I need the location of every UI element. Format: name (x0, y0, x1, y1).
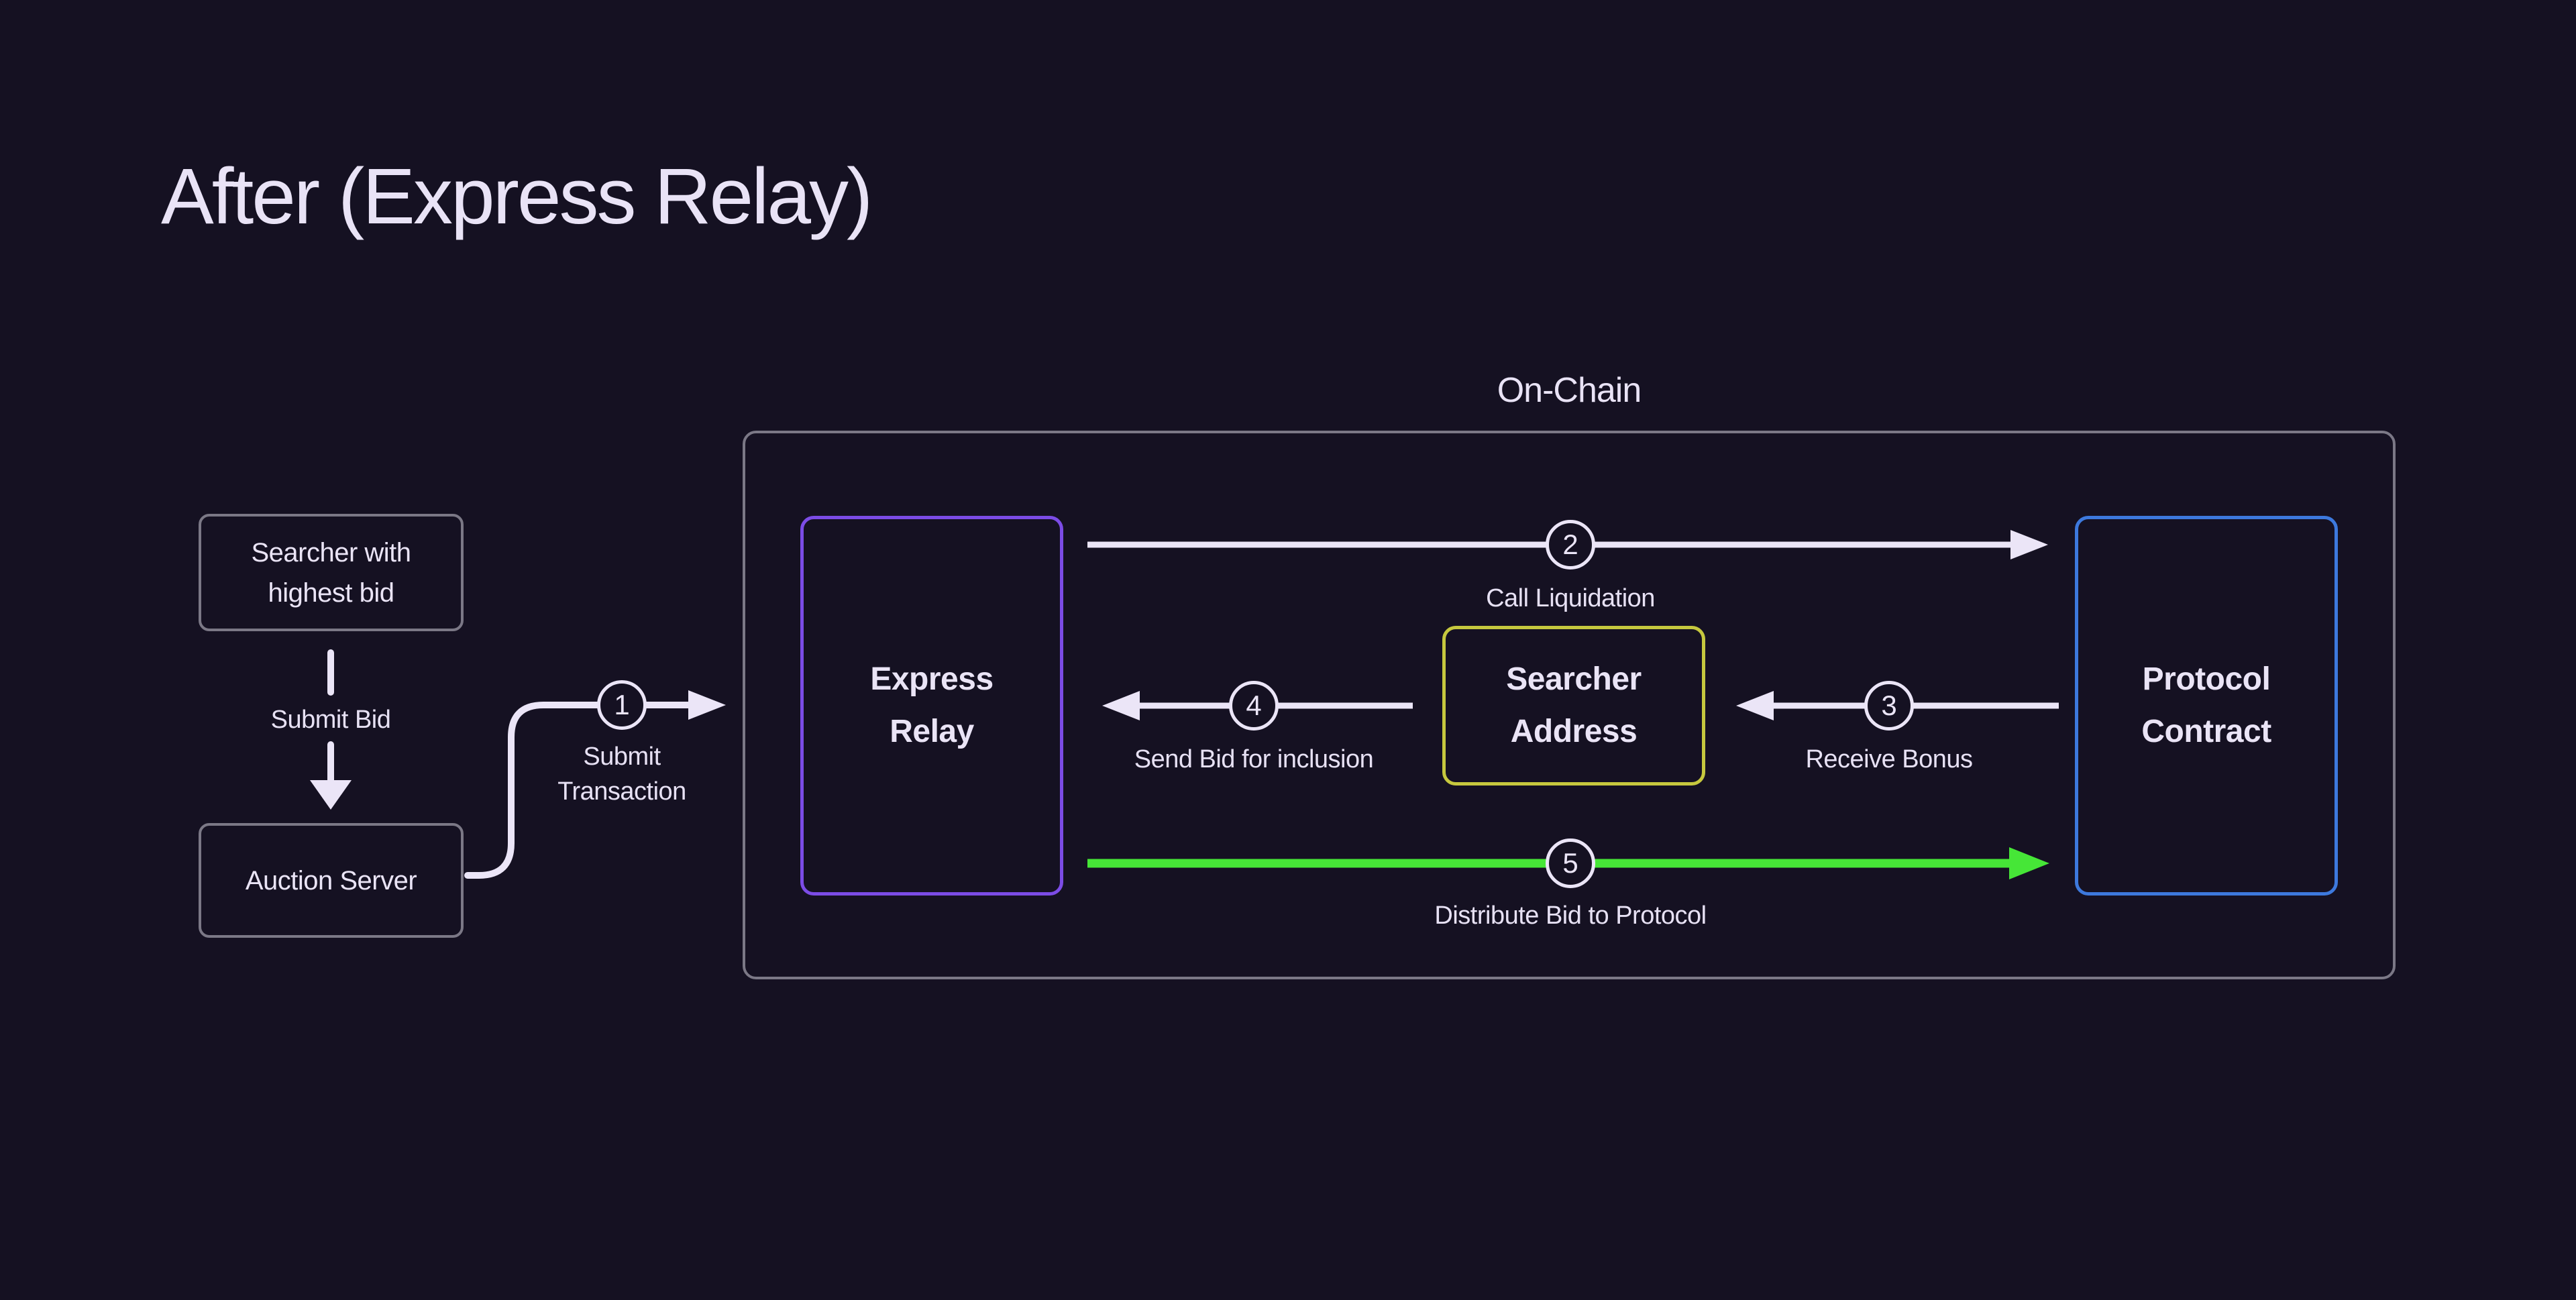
step-5-badge: 5 (1546, 838, 1595, 888)
step-3-badge: 3 (1864, 681, 1914, 730)
edge-step4-arrowhead (1102, 691, 1140, 720)
node-label: Protocol Contract (2141, 661, 2271, 749)
edge-step5-arrowhead (2009, 847, 2049, 879)
step-number: 4 (1246, 690, 1262, 721)
edge-step1-arrowhead (688, 690, 726, 720)
step-2-badge: 2 (1546, 520, 1595, 570)
step-1-badge: 1 (597, 680, 647, 730)
page-title: After (Express Relay) (161, 152, 873, 241)
edge-label-submit-transaction: Submit Transaction (557, 743, 686, 806)
node-label: Searcher Address (1506, 661, 1642, 749)
onchain-group-container (743, 431, 2396, 979)
edge-step2-arrowhead (2010, 530, 2048, 559)
edge-label-call-liquidation: Call Liquidation (1486, 584, 1655, 612)
node-auction-server: Auction Server (199, 823, 464, 938)
step-4-badge: 4 (1229, 681, 1279, 730)
edge-label-distribute-bid-to-protocol: Distribute Bid to Protocol (1434, 902, 1707, 930)
edge-step1-path (464, 702, 692, 879)
node-protocol-contract: Protocol Contract (2075, 516, 2338, 896)
node-label: Auction Server (245, 865, 417, 896)
onchain-group-label: On-Chain (1497, 371, 1642, 410)
step-number: 5 (1562, 847, 1578, 879)
node-label: Express Relay (870, 661, 994, 749)
step-number: 3 (1881, 690, 1897, 721)
node-label: Searcher with highest bid (251, 537, 411, 608)
edge-submit-bid-arrowhead (310, 780, 352, 810)
node-searcher-address: Searcher Address (1442, 626, 1705, 786)
node-express-relay: Express Relay (800, 516, 1063, 896)
edge-step3-arrowhead (1736, 691, 1774, 720)
step-number: 1 (614, 689, 630, 720)
edge-label-send-bid-for-inclusion: Send Bid for inclusion (1134, 745, 1374, 773)
edge-label-receive-bonus: Receive Bonus (1805, 745, 1973, 773)
step-number: 2 (1562, 529, 1578, 560)
edge-label-submit-bid: Submit Bid (270, 706, 391, 734)
node-searcher-with-highest-bid: Searcher with highest bid (199, 514, 464, 631)
